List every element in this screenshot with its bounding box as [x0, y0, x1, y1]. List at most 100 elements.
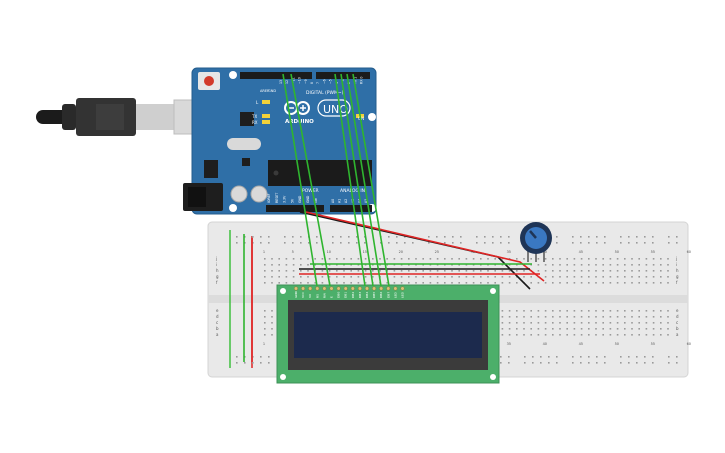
breadboard-hole[interactable] [660, 322, 662, 324]
breadboard-hole[interactable] [624, 270, 626, 272]
breadboard-hole[interactable] [552, 322, 554, 324]
breadboard-hole[interactable] [573, 334, 576, 336]
breadboard-hole[interactable] [300, 264, 302, 266]
rail-hole[interactable] [500, 236, 502, 238]
rail-hole[interactable] [364, 242, 366, 244]
breadboard-hole[interactable] [652, 334, 655, 336]
breadboard-hole[interactable] [530, 276, 532, 278]
breadboard-hole[interactable] [566, 322, 568, 324]
rail-hole[interactable] [572, 236, 574, 238]
breadboard-hole[interactable] [422, 258, 424, 260]
rail-hole[interactable] [260, 242, 262, 244]
breadboard-hole[interactable] [624, 334, 626, 336]
breadboard-hole[interactable] [429, 282, 432, 284]
breadboard-hole[interactable] [638, 282, 640, 284]
breadboard-hole[interactable] [645, 334, 648, 336]
breadboard-hole[interactable] [602, 322, 604, 324]
breadboard-hole[interactable] [616, 276, 619, 278]
rail-hole[interactable] [404, 242, 406, 244]
breadboard-hole[interactable] [264, 322, 266, 324]
breadboard-hole[interactable] [264, 258, 266, 260]
breadboard-hole[interactable] [631, 264, 633, 266]
rail-hole[interactable] [284, 242, 286, 244]
breadboard-hole[interactable] [580, 270, 583, 272]
breadboard-hole[interactable] [336, 258, 338, 260]
breadboard-hole[interactable] [264, 276, 266, 278]
breadboard-hole[interactable] [537, 310, 540, 312]
rail-hole[interactable] [500, 362, 502, 364]
breadboard-hole[interactable] [530, 258, 532, 260]
breadboard-hole[interactable] [652, 258, 655, 260]
breadboard-hole[interactable] [523, 316, 525, 318]
breadboard-hole[interactable] [508, 334, 511, 336]
breadboard-hole[interactable] [602, 334, 604, 336]
breadboard-hole[interactable] [458, 282, 460, 284]
breadboard-hole[interactable] [544, 328, 547, 330]
breadboard-hole[interactable] [271, 310, 273, 312]
rail-hole[interactable] [668, 356, 670, 358]
breadboard-hole[interactable] [451, 270, 453, 272]
breadboard-hole[interactable] [645, 264, 648, 266]
breadboard-hole[interactable] [660, 282, 662, 284]
breadboard-hole[interactable] [609, 270, 612, 272]
breadboard-hole[interactable] [544, 310, 547, 312]
breadboard-hole[interactable] [300, 270, 302, 272]
breadboard-hole[interactable] [602, 310, 604, 312]
breadboard-hole[interactable] [631, 276, 633, 278]
breadboard-hole[interactable] [501, 258, 504, 260]
rail-hole[interactable] [380, 242, 382, 244]
breadboard-hole[interactable] [566, 316, 568, 318]
breadboard-hole[interactable] [537, 322, 540, 324]
breadboard-hole[interactable] [386, 258, 388, 260]
breadboard-hole[interactable] [314, 258, 316, 260]
breadboard-hole[interactable] [667, 316, 669, 318]
breadboard-hole[interactable] [422, 270, 424, 272]
breadboard-hole[interactable] [264, 282, 266, 284]
rail-hole[interactable] [396, 242, 398, 244]
rail-hole[interactable] [300, 236, 302, 238]
breadboard-hole[interactable] [530, 282, 532, 284]
breadboard-hole[interactable] [458, 270, 460, 272]
breadboard-hole[interactable] [631, 270, 633, 272]
rail-hole[interactable] [620, 236, 622, 238]
breadboard-hole[interactable] [264, 328, 266, 330]
breadboard-hole[interactable] [544, 270, 547, 272]
rail-hole[interactable] [532, 356, 534, 358]
breadboard-hole[interactable] [501, 276, 504, 278]
breadboard-hole[interactable] [660, 264, 662, 266]
breadboard-hole[interactable] [285, 276, 288, 278]
breadboard-hole[interactable] [408, 276, 410, 278]
breadboard-hole[interactable] [472, 270, 475, 272]
breadboard-hole[interactable] [350, 258, 352, 260]
breadboard-hole[interactable] [588, 316, 590, 318]
breadboard-hole[interactable] [508, 328, 511, 330]
breadboard-hole[interactable] [292, 282, 295, 284]
breadboard-hole[interactable] [523, 276, 525, 278]
breadboard-hole[interactable] [573, 310, 576, 312]
breadboard-hole[interactable] [624, 264, 626, 266]
breadboard-hole[interactable] [580, 264, 583, 266]
breadboard-hole[interactable] [300, 282, 302, 284]
breadboard-hole[interactable] [595, 334, 597, 336]
breadboard-hole[interactable] [645, 310, 648, 312]
breadboard-hole[interactable] [559, 264, 561, 266]
breadboard-hole[interactable] [566, 310, 568, 312]
lcd-pin[interactable] [393, 286, 398, 291]
breadboard-hole[interactable] [357, 270, 360, 272]
rail-hole[interactable] [580, 236, 582, 238]
rail-hole[interactable] [668, 242, 670, 244]
breadboard-hole[interactable] [508, 276, 511, 278]
rail-hole[interactable] [436, 236, 438, 238]
breadboard-hole[interactable] [602, 264, 604, 266]
breadboard-hole[interactable] [595, 282, 597, 284]
breadboard-hole[interactable] [616, 328, 619, 330]
rail-hole[interactable] [428, 242, 430, 244]
breadboard-hole[interactable] [278, 258, 280, 260]
breadboard-hole[interactable] [444, 276, 446, 278]
breadboard-hole[interactable] [595, 276, 597, 278]
breadboard-hole[interactable] [264, 270, 266, 272]
wire-db5-green[interactable] [340, 73, 374, 287]
rail-hole[interactable] [596, 236, 598, 238]
breadboard-hole[interactable] [652, 282, 655, 284]
breadboard-hole[interactable] [609, 310, 612, 312]
